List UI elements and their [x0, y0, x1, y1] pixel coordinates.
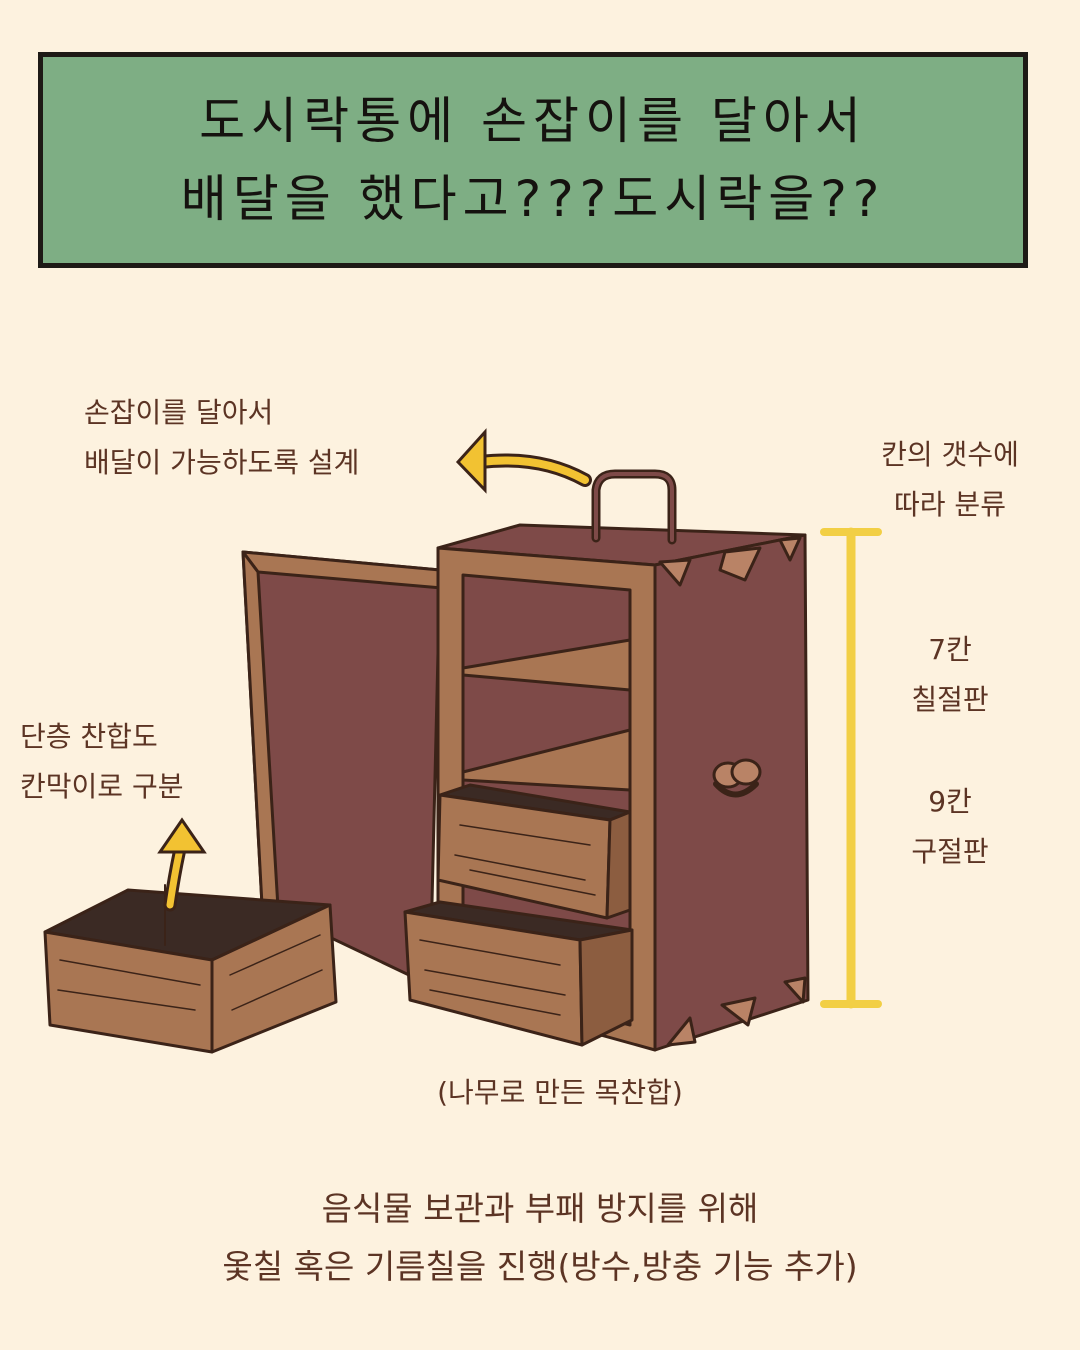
handle-note: 손잡이를 달아서 배달이 가능하도록 설계 [84, 396, 360, 479]
upper-drawer [436, 783, 632, 920]
illustration-caption: (나무로 만든 목찬합) [437, 1076, 683, 1109]
single-tier-note: 단층 찬합도 칸막이로 구분 [20, 720, 184, 803]
title-banner: 도시락통에 손잡이를 달아서 배달을 했다고???도시락을?? [38, 52, 1028, 268]
footer-line-1: 음식물 보관과 부패 방지를 위해 [321, 1189, 759, 1228]
lower-drawer [403, 900, 634, 1047]
footer-text: 음식물 보관과 부패 방지를 위해 옻칠 혹은 기름칠을 진행(방수,방충 기능… [0, 1180, 1080, 1296]
seven-compartment-label: 7칸 칠절판 [911, 633, 989, 716]
compartment-note: 칸의 갯수에 따라 분류 [881, 438, 1019, 521]
single-tier-box [43, 884, 338, 1054]
footer-line-2: 옻칠 혹은 기름칠을 진행(방수,방충 기능 추가) [222, 1247, 858, 1286]
nine-compartment-label: 9칸 구절판 [911, 785, 989, 868]
title-line-2: 배달을 했다고???도시락을?? [180, 170, 886, 228]
title-line-1: 도시락통에 손잡이를 달아서 [199, 92, 867, 150]
compartment-range-bar [820, 527, 882, 1009]
